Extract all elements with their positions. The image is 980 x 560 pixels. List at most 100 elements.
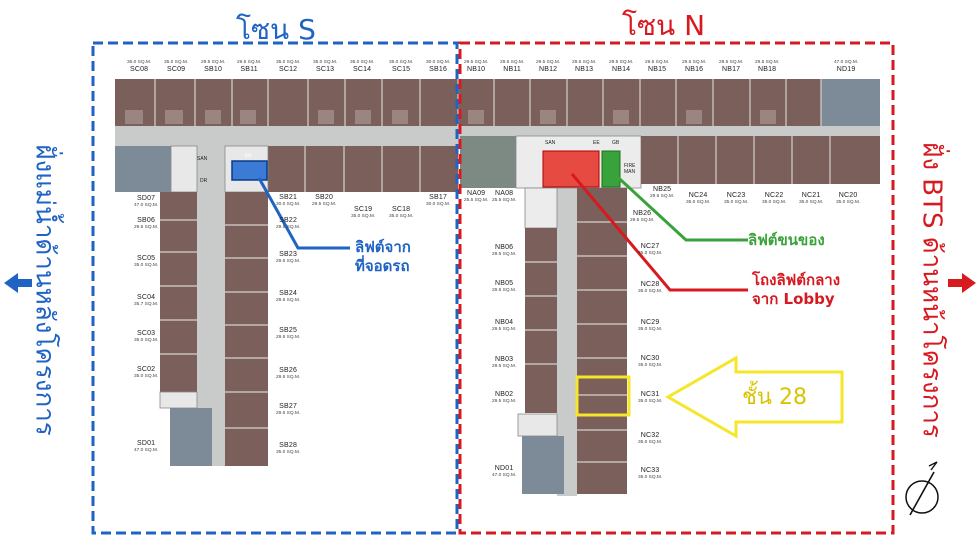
south-wing-dividers [160,219,268,429]
south-stair-block [115,146,171,192]
room-tag-fire: FIRE MAN [624,163,636,175]
room-tag-ee-n: EE [593,140,600,146]
unit-label-sc09: 35.0 SQ.M.SC09 [164,60,189,73]
unit-nd19-block [821,79,880,126]
floor-label: ชั้น 28 [742,385,807,410]
lobby-lift-leader [570,173,748,292]
parking-lift-line2: ที่จอดรถ [355,256,410,275]
south-wing-sd01-block [170,408,212,466]
unit-label-nb17: 29.5 SQ.M.NB17 [719,60,744,73]
left-arrow-icon [4,273,32,293]
south-middle-dividers [304,146,421,192]
lobby-lift-highlight [542,150,600,188]
service-lift-leader [608,168,748,242]
bts-side-label: ฝั่ง BTS ด้านหน้าโครงการ [916,142,947,438]
unit-label-nb14: 29.5 SQ.M.NB14 [609,60,634,73]
south-middle-band [268,146,458,192]
lobby-lift-line2: จาก Lobby [752,289,835,308]
south-wing-right-units [225,192,268,466]
north-wing-dividers [525,221,627,463]
unit-label-nb12: 29.5 SQ.M.NB12 [536,60,561,73]
south-wing-left-units [160,192,197,392]
floor-arrow-shape [664,355,844,439]
north-wing-nd01-block [522,436,564,494]
unit-label-sc14: 35.0 SQ.M.SC14 [350,60,375,73]
unit-label-nb18: 29.5 SQ.M.NB18 [755,60,780,73]
parking-lift-highlight [231,160,268,181]
unit-label-sb16: 30.0 SQ.M.SB16 [426,60,451,73]
river-side-label: ฝั่งแม่น้ำด้านหลังโครงการ [29,144,60,436]
unit-label-sc15: 35.0 SQ.M.SC15 [389,60,414,73]
unit-label-nb13: 29.5 SQ.M.NB13 [572,60,597,73]
north-zone-title: โซน N [622,9,706,42]
unit-label-sc13: 35.0 SQ.M.SC13 [313,60,338,73]
unit-label-sc08: 35.0 SQ.M.SC08 [127,60,152,73]
unit-label-sb10: 29.5 SQ.M.SB10 [201,60,226,73]
service-lift-label: ลิฟต์ขนของ [748,231,825,249]
parking-lift-leader [257,177,350,250]
north-wing-right-units [577,188,627,494]
north-stair-block [460,136,516,188]
north-middle-dividers [677,136,831,184]
room-tag-san-s: SAN [197,156,208,162]
unit-label-sc12: 35.0 SQ.M.SC12 [276,60,301,73]
top-unit-bathrooms [125,110,776,124]
south-zone-title: โซน S [236,13,316,46]
parking-lift-label: ลิฟต์จาก ที่จอดรถ [355,238,411,276]
north-middle-band [641,136,880,184]
north-stair-lower [524,187,558,229]
unit-label-sb11: 29.5 SQ.M.SB11 [237,60,262,73]
unit-label-nb11: 29.5 SQ.M.NB11 [500,60,525,73]
floor-highlight-box [575,375,631,417]
unit-label-nb15: 29.5 SQ.M.NB15 [645,60,670,73]
north-zone-frame [458,41,895,535]
lobby-lift-line1: โถงลิฟต์กลาง [752,271,841,289]
parking-lift-line1: ลิฟต์จาก [355,238,411,256]
unit-label-nd19: 47.0 SQ.M.ND19 [834,60,859,73]
south-zone-frame [91,41,459,535]
top-unit-dividers [154,79,822,126]
room-tag-dr: DR [200,178,208,184]
north-wing-stair-bottom [517,413,558,437]
north-wing-left-units [525,228,557,413]
room-tag-gb: GB [612,140,620,146]
unit-label-nb16: 29.5 SQ.M.NB16 [682,60,707,73]
room-tag-san-n: SAN [545,140,556,146]
south-service-core [170,145,198,193]
